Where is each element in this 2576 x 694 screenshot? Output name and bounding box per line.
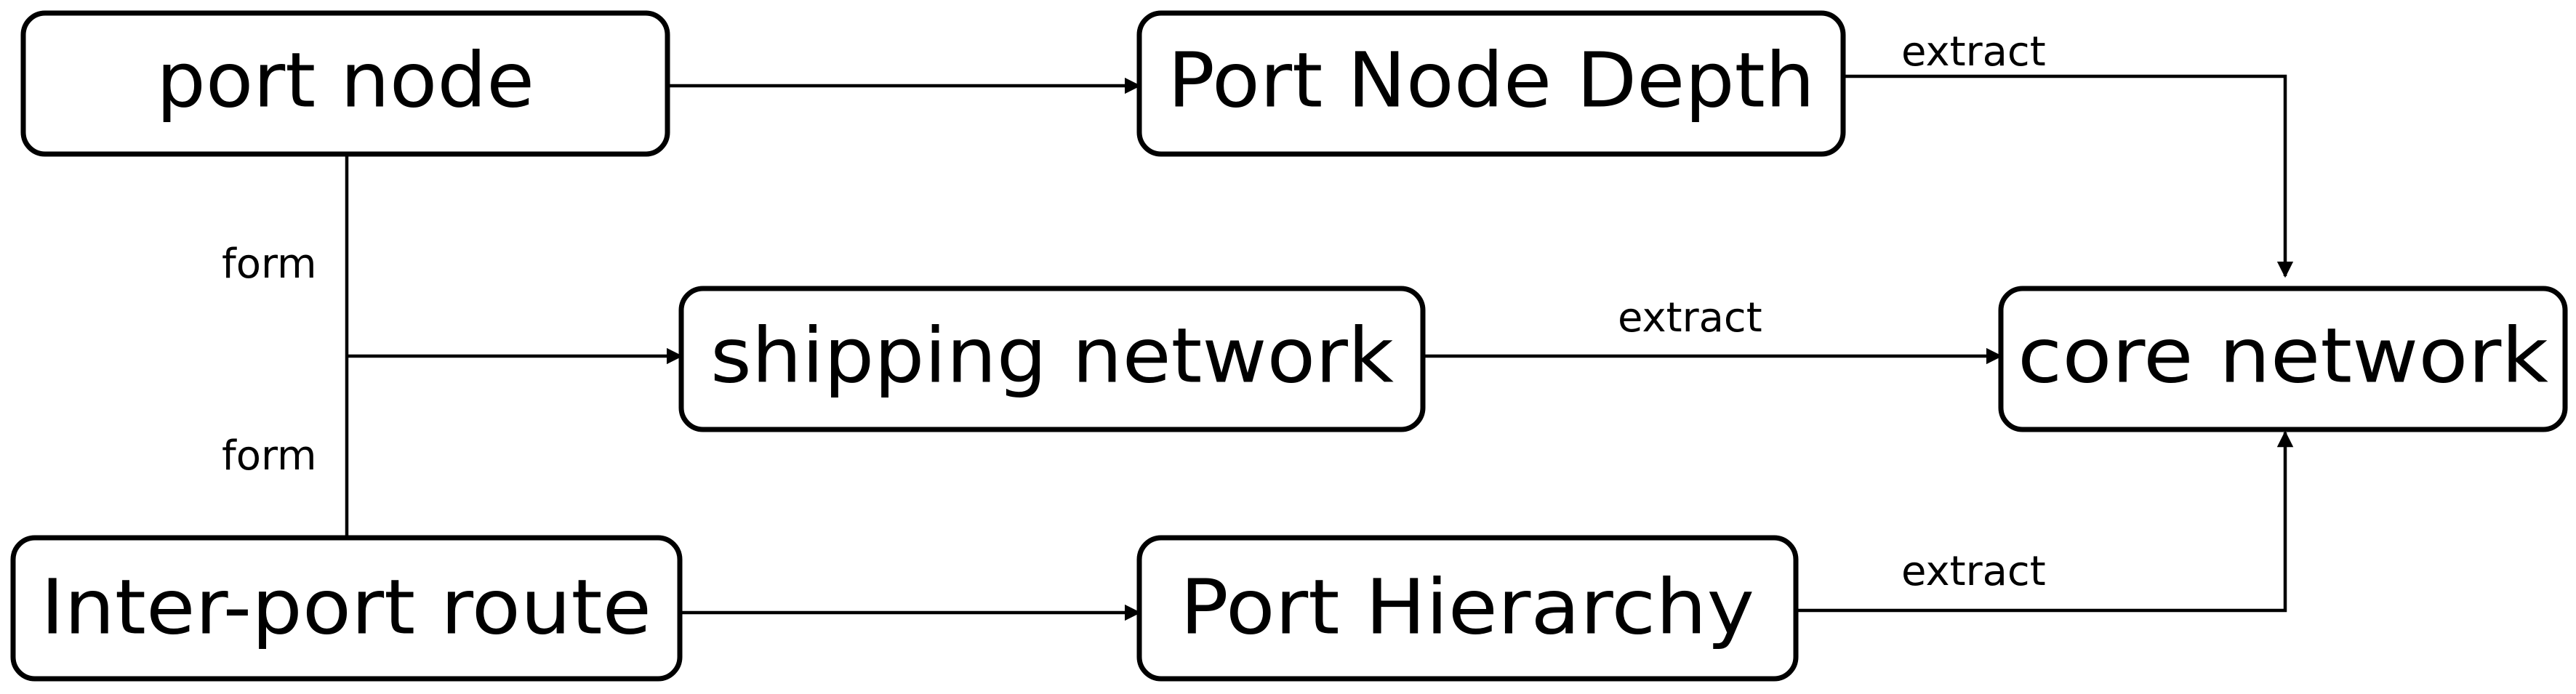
edge-label-extract-top: extract (1901, 28, 2046, 76)
node-shipping-network: shipping network (678, 286, 1426, 432)
node-label-shipping-network: shipping network (710, 311, 1394, 400)
edge-label-form-top: form (222, 241, 317, 288)
node-port-node: port node (20, 10, 670, 157)
edge-label-extract-middle: extract (1618, 294, 1762, 342)
node-label-port-hierarchy: Port Hierarchy (1180, 562, 1754, 651)
edge-label-form-bottom: form (222, 432, 317, 480)
node-label-core-network: core network (2018, 311, 2548, 400)
node-label-port-node-depth: Port Node Depth (1168, 36, 1815, 124)
node-label-inter-port-route: Inter-port route (41, 562, 651, 651)
edges (345, 74, 2294, 621)
edge-hierarchy-to-core (1796, 430, 2294, 613)
node-core-network: core network (1998, 286, 2568, 432)
node-inter-port-route: Inter-port route (10, 535, 683, 682)
node-port-node-depth: Port Node Depth (1136, 10, 1846, 157)
node-port-hierarchy: Port Hierarchy (1136, 535, 1799, 682)
edge-depth-to-core (1843, 74, 2294, 278)
node-label-port-node: port node (156, 36, 534, 124)
edge-labels: form form extract extract extract (222, 28, 2046, 595)
edge-label-extract-bottom: extract (1901, 548, 2046, 595)
